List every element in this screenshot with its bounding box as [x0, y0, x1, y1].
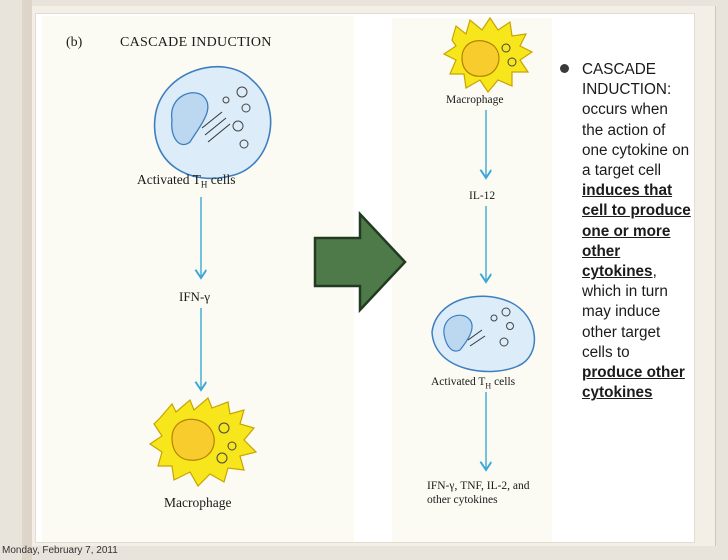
label-suffix: cells — [491, 376, 516, 388]
label-output-cytokines-line1: IFN-γ, TNF, IL-2, and — [427, 480, 530, 492]
bullet-dot-icon — [560, 64, 569, 73]
label-macrophage-right: Macrophage — [446, 94, 504, 106]
label-subscript: H — [485, 381, 492, 391]
bullet-emphasis-text: induces that cell to produce one or more… — [582, 182, 691, 281]
book-spine — [22, 0, 32, 560]
label-text: Activated T — [431, 376, 486, 388]
activated-th-cell-icon — [153, 65, 272, 180]
activated-th-cell-icon — [431, 295, 535, 373]
label-ifn-gamma: IFN-γ — [179, 289, 211, 304]
label-suffix: cells — [207, 172, 236, 187]
figure-panel-right — [392, 18, 552, 542]
block-arrow-icon — [313, 210, 407, 314]
label-activated-th-cells-right: Activated TH cells — [431, 376, 515, 390]
bullet-mid-text: , which in turn may induce other target … — [582, 263, 668, 361]
bullet-emphasis-text: produce other cytokines — [582, 364, 685, 402]
figure-title: CASCADE INDUCTION — [120, 35, 272, 50]
label-activated-th-cells: Activated TH cells — [137, 172, 235, 190]
bullet-list: CASCADE INDUCTION: occurs when the actio… — [558, 60, 693, 403]
label-macrophage: Macrophage — [164, 495, 232, 510]
label-output-cytokines-line2: other cytokines — [427, 494, 498, 506]
bullet-lead-text: CASCADE INDUCTION: occurs when the actio… — [582, 61, 690, 180]
macrophage-icon — [442, 16, 534, 94]
panel-letter: (b) — [66, 35, 83, 50]
label-il-12: IL-12 — [469, 190, 496, 202]
bullet-item: CASCADE INDUCTION: occurs when the actio… — [558, 60, 693, 403]
label-text: Activated T — [137, 172, 201, 187]
macrophage-icon — [148, 396, 258, 487]
label-subscript: H — [200, 179, 208, 190]
footer-date: Monday, February 7, 2011 — [2, 545, 118, 556]
